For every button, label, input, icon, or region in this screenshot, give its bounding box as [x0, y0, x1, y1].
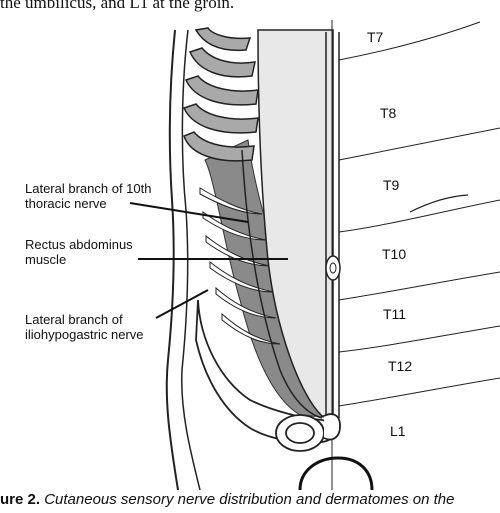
lower-ribs	[199, 187, 281, 345]
figure-caption: ure 2. Cutaneous sensory nerve distribut…	[0, 491, 500, 513]
leader-lines	[129, 202, 288, 319]
caption-text: Cutaneous sensory nerve distribution and…	[40, 491, 455, 508]
dermatome-L1: L1	[390, 423, 406, 439]
rectus-edge	[241, 149, 323, 419]
body-text-fragment: the umbilicus, and L1 at the groin.	[0, 0, 235, 12]
pubic-curve	[298, 456, 374, 490]
label-iliohypogastric-line1: Lateral branch of	[25, 312, 123, 327]
dermatome-T7: T7	[367, 29, 384, 45]
linea-alba	[325, 20, 341, 490]
anatomy-figure: T7 T8 T9 T10 T11 T12 L1 Lateral branch o…	[25, 20, 500, 490]
label-lateral-branch-10th-line1: Lateral branch of 10th	[25, 181, 151, 196]
dermatome-T9: T9	[383, 177, 400, 193]
rib-cage	[182, 27, 259, 162]
dermatome-lines	[338, 21, 500, 407]
dermatome-T8: T8	[380, 105, 397, 121]
pelvis	[195, 299, 341, 452]
body-outline-left	[165, 29, 179, 490]
label-lateral-branch-10th-line2: thoracic nerve	[25, 196, 107, 211]
label-rectus-line2: muscle	[25, 252, 66, 267]
dermatome-T10: T10	[382, 246, 406, 262]
body-outline-left-inner	[180, 29, 201, 490]
rectus-sheath	[257, 29, 334, 417]
t9-nerve-branch	[409, 194, 469, 213]
caption-lead: ure 2.	[0, 491, 41, 508]
label-rectus-line1: Rectus abdominus	[25, 237, 133, 252]
dermatome-T11: T11	[383, 306, 406, 322]
dermatome-T12: T12	[388, 358, 412, 374]
label-iliohypogastric-line2: iliohypogastric nerve	[25, 327, 144, 342]
